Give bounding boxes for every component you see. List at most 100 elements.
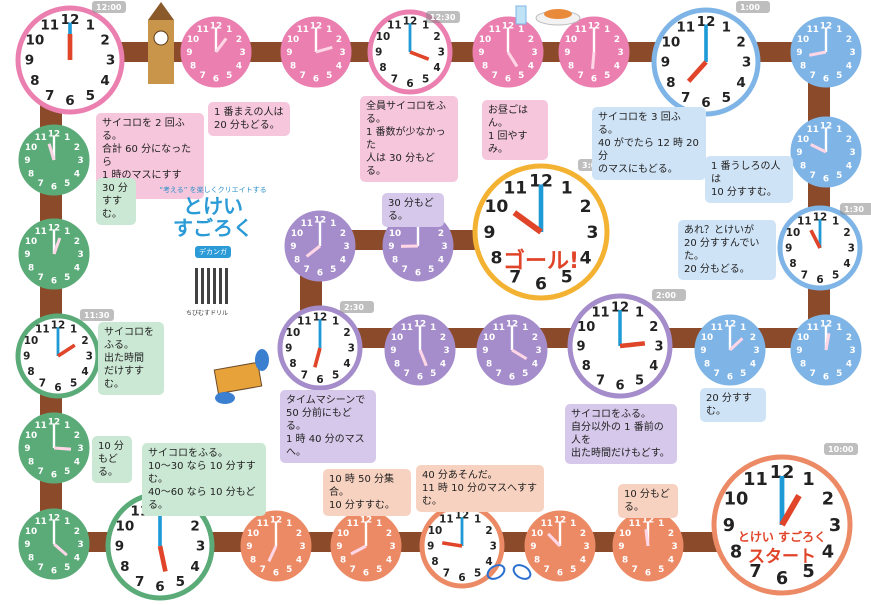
qr-code[interactable] bbox=[195, 268, 231, 304]
clock-numeral: 5 bbox=[570, 565, 576, 575]
clock-numeral: 9 bbox=[661, 55, 670, 71]
rule-label: 20 分すすむ。 bbox=[700, 388, 766, 422]
clock-numeral: 6 bbox=[51, 183, 57, 193]
clock-numeral: 8 bbox=[582, 359, 591, 374]
clock-numeral: 8 bbox=[290, 61, 296, 71]
rule-label: サイコロを ふる。 出た時間 だけすすむ。 bbox=[98, 322, 164, 395]
clock-numeral: 9 bbox=[24, 250, 30, 260]
hour-hand bbox=[350, 544, 367, 556]
clock-numeral: 1 bbox=[422, 20, 429, 32]
clock-numeral: 2 bbox=[846, 135, 852, 145]
clock-numeral: 2 bbox=[336, 35, 342, 45]
clock-numeral: 3 bbox=[299, 542, 305, 552]
clock-numeral: 7 bbox=[402, 265, 408, 275]
clock-numeral: 7 bbox=[544, 565, 550, 575]
clock-numeral: 10 bbox=[531, 529, 543, 539]
clock-numeral: 9 bbox=[482, 346, 488, 356]
clock-numeral: 2 bbox=[528, 35, 534, 45]
clock-numeral: 5 bbox=[430, 369, 436, 379]
clock-numeral: 10 bbox=[389, 229, 401, 239]
clock-numeral: 6 bbox=[54, 382, 61, 394]
clock-numeral: 2 bbox=[736, 34, 745, 50]
rule-label: 1 番まえの人は 20 分もどる。 bbox=[208, 102, 290, 136]
clock-numeral: 3 bbox=[77, 250, 83, 260]
clock-numeral: 7 bbox=[391, 74, 398, 86]
time-tab: 12:30 bbox=[430, 13, 456, 22]
clock-numeral: 4 bbox=[343, 358, 350, 370]
clock-numeral: 11 bbox=[387, 20, 401, 32]
clock-numeral: 10 bbox=[797, 35, 809, 45]
clock-numeral: 2 bbox=[580, 529, 586, 539]
time-machine-icon bbox=[213, 349, 269, 404]
rule-label: サイコロをふる。 自分以外の 1 番前の人を 出た時間だけもどす。 bbox=[565, 404, 677, 464]
clock-numeral: 12 bbox=[314, 216, 326, 226]
clock-numeral: 10 bbox=[479, 35, 491, 45]
clock-numeral: 11 bbox=[257, 519, 269, 529]
clock-numeral: 11 bbox=[807, 25, 819, 35]
clock-numeral: 8 bbox=[490, 249, 502, 269]
goal-label: ゴール! bbox=[503, 248, 579, 274]
clock-numeral: 3 bbox=[753, 346, 759, 356]
clock-numeral: 3 bbox=[443, 346, 449, 356]
clock-numeral: 5 bbox=[226, 71, 232, 81]
clock-numeral: 11 bbox=[439, 514, 453, 526]
clock-numeral: 1 bbox=[376, 519, 382, 529]
clock-numeral: 6 bbox=[535, 274, 547, 294]
hour-hand bbox=[47, 143, 56, 161]
clock-numeral: 4 bbox=[440, 359, 446, 369]
clock-numeral: 7 bbox=[801, 270, 808, 282]
clock-numeral: 9 bbox=[375, 47, 382, 59]
clock-numeral: 4 bbox=[580, 249, 592, 269]
clock-numeral: 11 bbox=[35, 517, 47, 527]
clock-numeral: 6 bbox=[273, 569, 279, 579]
time-tab: 10:00 bbox=[828, 445, 854, 454]
clock-numeral: 4 bbox=[438, 255, 444, 265]
clock-numeral: 8 bbox=[568, 61, 574, 71]
clock-numeral: 10 bbox=[797, 333, 809, 343]
time-tab: 1:30 bbox=[844, 205, 864, 214]
clock-numeral: 12 bbox=[611, 301, 629, 316]
rule-label: サイコロをふる。 10〜30 なら 10 分すすむ。 40〜60 なら 10 分… bbox=[142, 443, 266, 516]
clock-numeral: 2 bbox=[440, 333, 446, 343]
rule-label: 10 時 50 分集合。 10 分すすむ。 bbox=[323, 469, 411, 516]
time-tab-bg bbox=[426, 11, 460, 23]
clock-numeral: 6 bbox=[701, 95, 710, 111]
clock-numeral: 11 bbox=[503, 178, 527, 198]
clock-numeral: 2 bbox=[532, 333, 538, 343]
clock-numeral: 7 bbox=[38, 179, 44, 189]
clock-numeral: 9 bbox=[24, 156, 30, 166]
clock-numeral: 10 bbox=[797, 135, 809, 145]
clock-numeral: 9 bbox=[286, 48, 292, 58]
clock-numeral: 8 bbox=[800, 61, 806, 71]
clock-numeral: 9 bbox=[285, 343, 292, 355]
